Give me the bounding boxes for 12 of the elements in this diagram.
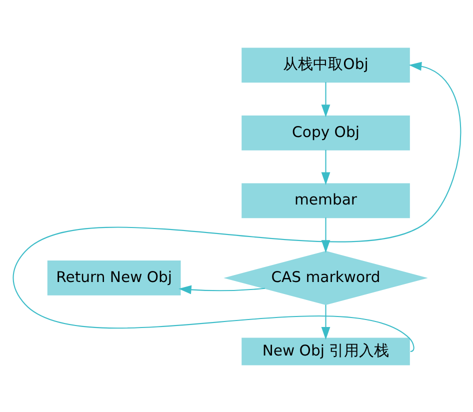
arrow: [320, 304, 330, 340]
node-diamond: CAS markword: [223, 250, 428, 304]
node-box: 从栈中取Obj: [241, 47, 410, 82]
node-box: New Obj 引用入栈: [241, 337, 410, 365]
arrow: [178, 284, 264, 294]
arrow: [320, 82, 330, 117]
node-box: membar: [241, 182, 410, 218]
arrow: [320, 217, 330, 252]
node-box: Copy Obj: [241, 114, 410, 150]
arrow: [320, 149, 330, 185]
node-box: Return New Obj: [46, 260, 180, 295]
arrow: [12, 61, 460, 352]
